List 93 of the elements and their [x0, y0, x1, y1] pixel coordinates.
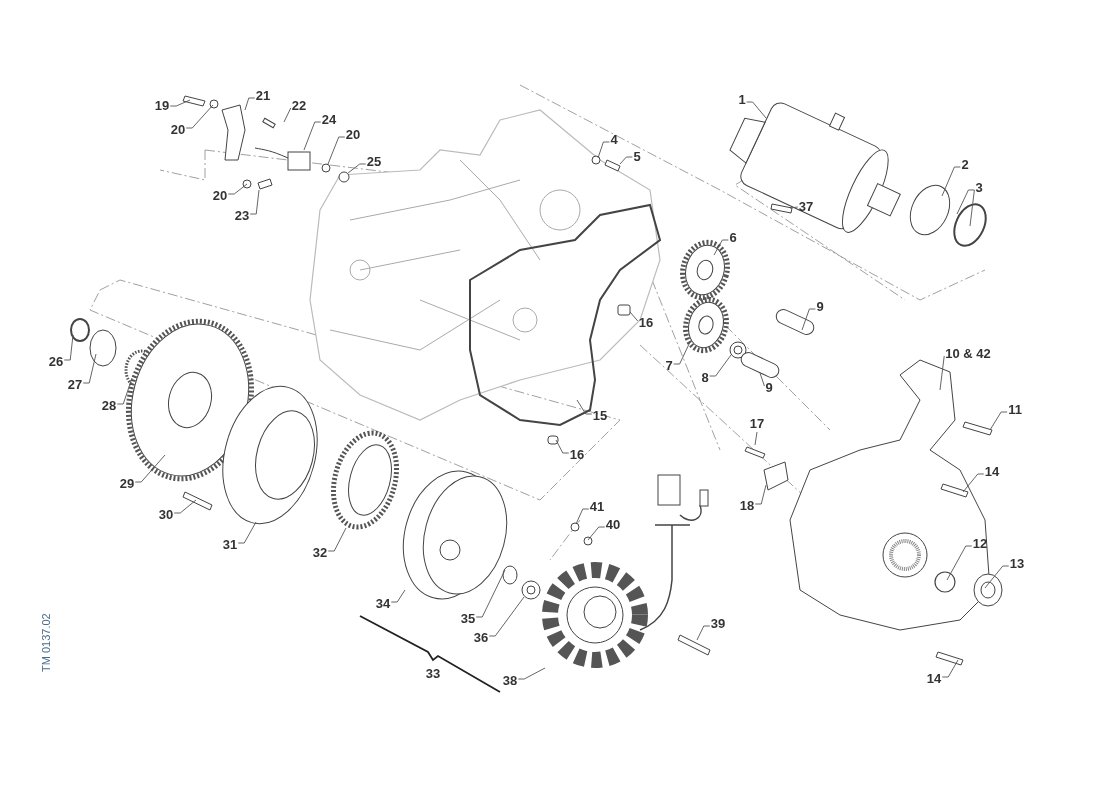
callout-number: 17: [749, 417, 765, 431]
leader-line: [303, 121, 322, 151]
leader-line: [488, 596, 525, 637]
leader-line: [63, 334, 74, 361]
callout-number: 34: [375, 597, 391, 611]
leader-line: [475, 569, 506, 618]
callout-number: 22: [291, 99, 307, 113]
callout-number: 20: [170, 123, 186, 137]
callout-number: 14: [926, 672, 942, 686]
callout-number: 1: [738, 93, 746, 107]
leader-line: [575, 508, 590, 525]
leader-line: [587, 526, 606, 541]
callout-number: 9: [765, 381, 773, 395]
leader-line: [244, 97, 256, 111]
callout-number: 30: [158, 508, 174, 522]
leader-line: [390, 589, 406, 603]
callout-number: 36: [473, 631, 489, 645]
callout-number: 14: [984, 465, 1000, 479]
callout-number: 3: [975, 181, 983, 195]
leader-line: [789, 206, 799, 209]
callout-number: 28: [101, 399, 117, 413]
callout-number: 31: [222, 538, 238, 552]
callout-number: 7: [665, 359, 673, 373]
callout-number: 26: [48, 355, 64, 369]
callout-number: 18: [739, 499, 755, 513]
leader-line: [941, 659, 959, 678]
callout-number: 39: [710, 617, 726, 631]
callout-number: 32: [312, 546, 328, 560]
callout-number: 6: [729, 231, 737, 245]
leader-line: [227, 183, 248, 195]
callout-number: 35: [460, 612, 476, 626]
leader-line: [555, 439, 570, 454]
leader-line: [673, 341, 691, 365]
leader-line: [754, 484, 767, 505]
leader-line: [759, 372, 765, 387]
callout-number: 27: [67, 378, 83, 392]
leader-line: [801, 308, 816, 331]
leader-line: [969, 189, 975, 227]
callout-number: 24: [321, 113, 337, 127]
callout-number: 41: [589, 500, 605, 514]
callout-number: 19: [154, 99, 170, 113]
leader-line: [754, 431, 758, 446]
callout-number: 21: [255, 89, 271, 103]
leader-line: [619, 156, 633, 165]
callout-number: 40: [605, 518, 621, 532]
callout-number: 37: [798, 200, 814, 214]
callout-number: 15: [592, 409, 608, 423]
leader-line: [941, 166, 961, 197]
leader-line: [327, 527, 347, 552]
callout-number: 10 & 42: [945, 347, 991, 361]
leader-line: [116, 377, 133, 405]
leader-line: [517, 667, 546, 680]
drawing-number: TM 0137.02: [40, 613, 52, 672]
leader-line: [576, 399, 593, 415]
leader-line: [962, 473, 985, 493]
leader-line: [249, 189, 260, 215]
leader-line: [709, 354, 732, 377]
leader-line: [713, 239, 729, 256]
leader-line: [134, 454, 166, 483]
callout-number: 13: [1009, 557, 1025, 571]
leader-line: [746, 101, 767, 119]
callout-number: 25: [366, 155, 382, 169]
leader-line: [989, 411, 1008, 431]
callout-number: 23: [234, 209, 250, 223]
leader-line: [939, 355, 945, 391]
leader-line: [283, 107, 292, 123]
callout-number: 16: [638, 316, 654, 330]
leader-line: [696, 625, 711, 641]
leader-line: [629, 311, 639, 322]
leader-line: [946, 545, 973, 581]
callout-number: 20: [212, 189, 228, 203]
callout-number: 29: [119, 477, 135, 491]
leader-line: [327, 136, 346, 165]
callout-number: 20: [345, 128, 361, 142]
callout-number: 33: [425, 667, 441, 681]
callout-number: 2: [961, 158, 969, 172]
callout-number: 9: [816, 300, 824, 314]
callout-number: 4: [610, 133, 618, 147]
leader-line: [173, 499, 197, 514]
leader-line: [82, 353, 97, 384]
callout-number: 8: [701, 371, 709, 385]
callout-number: 5: [633, 150, 641, 164]
callout-number: 12: [972, 537, 988, 551]
leader-line: [956, 189, 975, 215]
leader-line: [597, 141, 610, 159]
leader-line: [185, 104, 214, 129]
callout-number: 38: [502, 674, 518, 688]
leader-line: [347, 163, 367, 174]
callout-number: 16: [569, 448, 585, 462]
leader-line: [984, 565, 1010, 589]
callout-number: 11: [1008, 403, 1022, 417]
leader-line: [237, 521, 257, 544]
leader-line: [169, 99, 191, 107]
